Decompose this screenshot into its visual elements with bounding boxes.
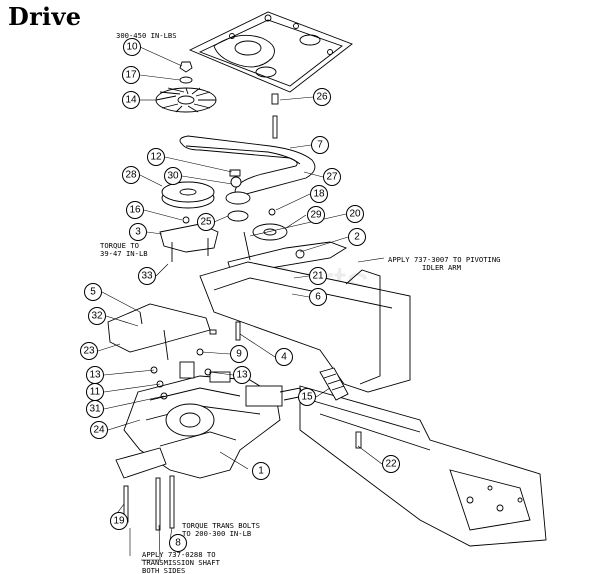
svg-text:5: 5 (90, 287, 96, 298)
callout-30: 30 (164, 167, 182, 185)
note-apply-shaft-2: TRANSMISSION SHAFT (142, 558, 221, 567)
callout-17: 17 (122, 66, 140, 84)
svg-text:32: 32 (91, 311, 103, 322)
callout-2: 2 (348, 228, 366, 246)
svg-text:10: 10 (126, 42, 138, 53)
svg-text:31: 31 (89, 404, 101, 415)
note-apply-idler-1: APPLY 737-3007 TO PIVOTING (388, 255, 501, 264)
note-torque-left-2: 39-47 IN-LB (100, 249, 148, 258)
page-title: Drive (8, 2, 82, 31)
callout-15: 15 (298, 388, 316, 406)
callout-23: 23 (80, 342, 98, 360)
svg-text:15: 15 (301, 392, 313, 403)
svg-text:14: 14 (125, 95, 137, 106)
callout-29: 29 (307, 206, 325, 224)
svg-text:19: 19 (113, 516, 125, 527)
callout-11: 11 (86, 383, 104, 401)
pulley-group (161, 169, 288, 241)
svg-text:4: 4 (281, 352, 287, 363)
note-torque-left-1: TORQUE TO (100, 241, 139, 250)
pin-26 (271, 93, 279, 139)
callout-4: 4 (275, 348, 293, 366)
svg-text:16: 16 (129, 205, 141, 216)
svg-text:1: 1 (258, 466, 264, 477)
callout-28: 28 (122, 166, 140, 184)
rubber-boot-15 (319, 367, 349, 401)
svg-text:17: 17 (125, 70, 137, 81)
svg-text:28: 28 (125, 170, 137, 181)
svg-text:33: 33 (141, 271, 153, 282)
svg-text:13: 13 (89, 370, 101, 381)
callout-31: 31 (86, 400, 104, 418)
svg-text:26: 26 (316, 92, 328, 103)
svg-text:22: 22 (385, 459, 397, 470)
callout-7: 7 (311, 136, 329, 154)
transaxle (115, 361, 305, 479)
annotation-notes: 300-450 IN-LBS TORQUE TO 39-47 IN-LB APP… (100, 31, 501, 574)
callout-13b: 13 (233, 366, 251, 384)
note-apply-idler-2: IDLER ARM (422, 263, 462, 272)
callout-27: 27 (323, 168, 341, 186)
callout-6: 6 (309, 288, 327, 306)
callout-13a: 13 (86, 366, 104, 384)
callout-19: 19 (110, 512, 128, 530)
svg-text:6: 6 (315, 292, 321, 303)
callout-22: 22 (382, 455, 400, 473)
callout-20: 20 (346, 205, 364, 223)
svg-text:11: 11 (90, 387, 101, 398)
svg-text:12: 12 (150, 152, 162, 163)
callout-25: 25 (197, 213, 215, 231)
svg-text:18: 18 (313, 189, 325, 200)
svg-text:7: 7 (317, 140, 323, 151)
svg-text:30: 30 (167, 171, 179, 182)
callout-9: 9 (230, 345, 248, 363)
svg-text:20: 20 (349, 209, 361, 220)
svg-text:23: 23 (83, 346, 95, 357)
deck-plate (188, 11, 353, 93)
nut-and-fan (155, 61, 217, 113)
callout-18: 18 (310, 185, 328, 203)
svg-text:25: 25 (200, 217, 212, 228)
callout-5: 5 (84, 283, 102, 301)
note-torque-top: 300-450 IN-LBS (116, 31, 177, 40)
svg-text:24: 24 (93, 425, 105, 436)
svg-text:21: 21 (312, 271, 324, 282)
callout-21: 21 (309, 267, 327, 285)
callout-33: 33 (138, 267, 156, 285)
callout-26: 26 (313, 88, 331, 106)
svg-text:3: 3 (135, 227, 141, 238)
callout-8: 8 (169, 534, 187, 552)
note-torque-trans-2: TO 200-300 IN-LB (182, 529, 251, 538)
bracket-left (107, 303, 211, 361)
svg-text:2: 2 (354, 232, 360, 243)
callout-3: 3 (129, 223, 147, 241)
main-frame (199, 261, 547, 547)
callout-14: 14 (122, 91, 140, 109)
callout-24: 24 (90, 421, 108, 439)
callout-10: 10 (123, 38, 141, 56)
note-apply-shaft-1: APPLY 737-0288 TO (142, 550, 216, 559)
callout-1: 1 (252, 462, 270, 480)
svg-text:8: 8 (175, 538, 181, 549)
note-apply-shaft-3: BOTH SIDES (142, 566, 185, 574)
svg-text:9: 9 (236, 349, 242, 360)
note-torque-trans-1: TORQUE TRANS BOLTS (182, 521, 260, 530)
leader-lines (97, 46, 385, 561)
svg-text:27: 27 (326, 172, 338, 183)
svg-text:13: 13 (236, 370, 248, 381)
callout-12: 12 (147, 148, 165, 166)
svg-text:29: 29 (310, 210, 322, 221)
callout-32: 32 (88, 307, 106, 325)
callout-16: 16 (126, 201, 144, 219)
